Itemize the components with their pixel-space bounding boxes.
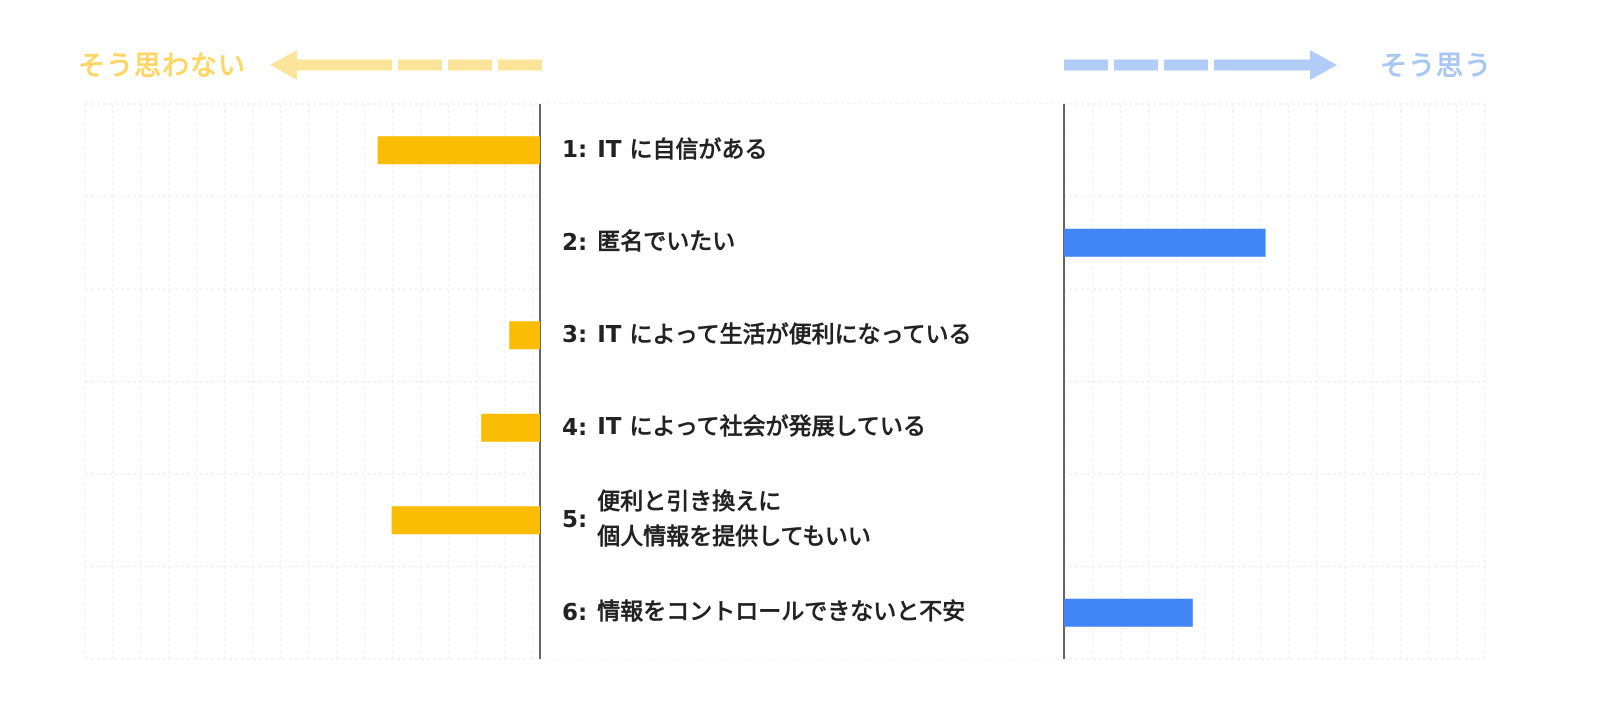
row-number: 6: [562, 599, 588, 626]
row-number: 2: [562, 229, 588, 256]
bar-positive [1064, 598, 1193, 627]
bar-negative [391, 506, 540, 535]
bar-negative [481, 413, 540, 442]
positive-arrow-dash [1164, 59, 1208, 71]
row-number: 3: [562, 322, 588, 349]
row-text-line: 情報をコントロールできないと不安 [597, 599, 966, 626]
row-text: 情報をコントロールできないと不安 [597, 595, 965, 630]
row-label: 2: 匿名でいたい [562, 225, 735, 260]
positive-scale-label: そう思う [1380, 51, 1492, 82]
row-label: 6: 情報をコントロールできないと不安 [562, 595, 965, 630]
positive-arrow-segment [1214, 59, 1310, 71]
negative-arrow-segment [296, 59, 392, 71]
row-text-line: 便利と引き換えに [597, 489, 782, 516]
row-text: IT に自信がある [597, 133, 767, 168]
row-number: 1: [562, 137, 588, 164]
row-text: 匿名でいたい [597, 225, 735, 260]
positive-arrow-head [1310, 50, 1337, 80]
negative-arrow-head [270, 50, 297, 80]
row-text-line: 個人情報を提供してもいい [597, 524, 871, 551]
row-text: 便利と引き換えに個人情報を提供してもいい [597, 485, 871, 555]
label-panel [540, 104, 1064, 659]
row-number: 5: [562, 507, 588, 534]
row-text-line: IT によって生活が便利になっている [597, 321, 972, 348]
row-label: 1: IT に自信がある [562, 133, 767, 168]
bar-negative [377, 136, 540, 165]
row-text-line: IT に自信がある [597, 136, 768, 163]
bar-negative [509, 321, 540, 350]
bar-positive [1064, 228, 1266, 257]
row-text: IT によって社会が発展している [597, 410, 926, 445]
row-number: 4: [562, 414, 588, 441]
row-text-line: IT によって社会が発展している [597, 414, 926, 441]
negative-arrow-dash [498, 59, 542, 71]
negative-arrow-dash [398, 59, 442, 71]
row-label: 5: 便利と引き換えに個人情報を提供してもいい [562, 485, 871, 555]
positive-arrow-dash [1064, 59, 1108, 71]
negative-arrow-dash [448, 59, 492, 71]
row-label: 3: IT によって生活が便利になっている [562, 318, 971, 353]
row-text-line: 匿名でいたい [597, 229, 736, 256]
row-text: IT によって生活が便利になっている [597, 318, 971, 353]
row-label: 4: IT によって社会が発展している [562, 410, 926, 445]
negative-scale-label: そう思わない [78, 51, 246, 82]
positive-arrow-dash [1114, 59, 1158, 71]
